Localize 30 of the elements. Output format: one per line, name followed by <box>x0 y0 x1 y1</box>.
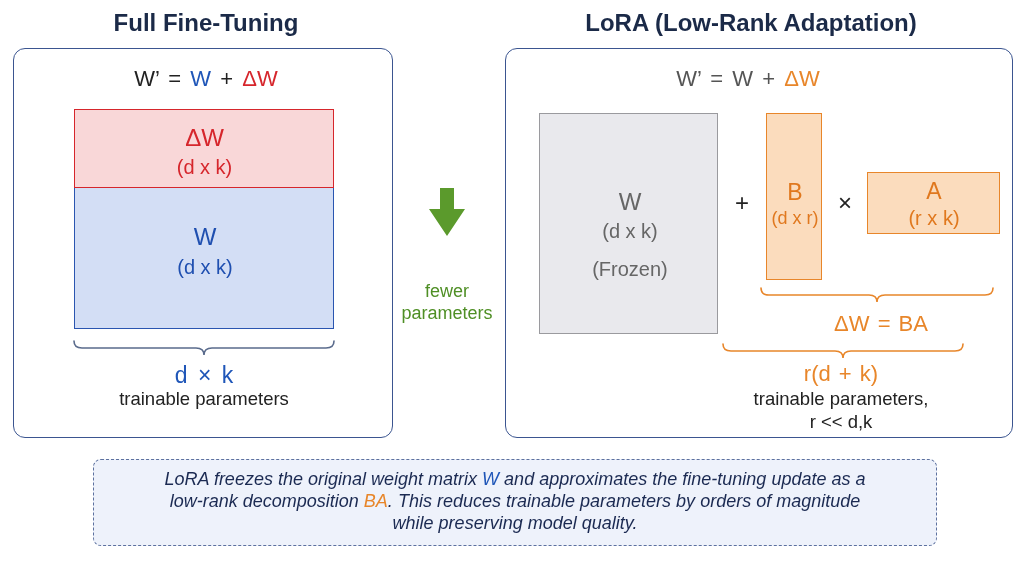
matrix-symbol: W <box>618 187 642 217</box>
operator-symbol: + <box>735 188 749 218</box>
matrix-dimensions: (r x k) <box>908 205 960 231</box>
matrix-block <box>867 172 1000 234</box>
formula-text: W’ = W + ΔW <box>676 65 820 93</box>
matrix-block <box>74 109 334 329</box>
annotation-text: fewer parameters <box>400 281 494 325</box>
caption-text: trainable parameters, r << d,k <box>752 388 930 434</box>
matrix-dimensions: (d x k) <box>177 254 233 280</box>
note-panel <box>93 459 937 546</box>
matrix-symbol: B <box>787 178 803 206</box>
matrix-dimensions: (d x r) <box>771 208 819 230</box>
matrix-symbol: ΔW <box>185 122 224 153</box>
panel-heading: Full Fine-Tuning <box>113 8 299 38</box>
operator-symbol: × <box>838 188 852 218</box>
matrix-block <box>539 113 718 334</box>
parameter-count: d × k <box>174 361 234 389</box>
parameter-count: r(d + k) <box>803 360 879 388</box>
matrix-symbol: A <box>926 177 942 205</box>
matrix-block <box>766 113 822 280</box>
panel-heading: LoRA (Low-Rank Adaptation) <box>585 8 917 38</box>
matrix-block <box>73 108 334 188</box>
matrix-dimensions: (d x k) <box>602 218 658 244</box>
caption-text: trainable parameters <box>119 387 289 411</box>
note-text: LoRA freezes the original weight matrix W and approximates the fine-tuning update as a low-rank decomposition BA. This reduces trainable parameters by orders of magnitude while preserving model quality. <box>163 469 867 535</box>
matrix-dimensions: (d x k) <box>176 154 233 179</box>
formula-text: W’ = W + ΔW <box>134 65 278 93</box>
frozen-label: (Frozen) <box>592 256 668 282</box>
matrix-symbol: W <box>193 222 217 252</box>
parameter-count: ΔW = BA <box>834 310 928 338</box>
